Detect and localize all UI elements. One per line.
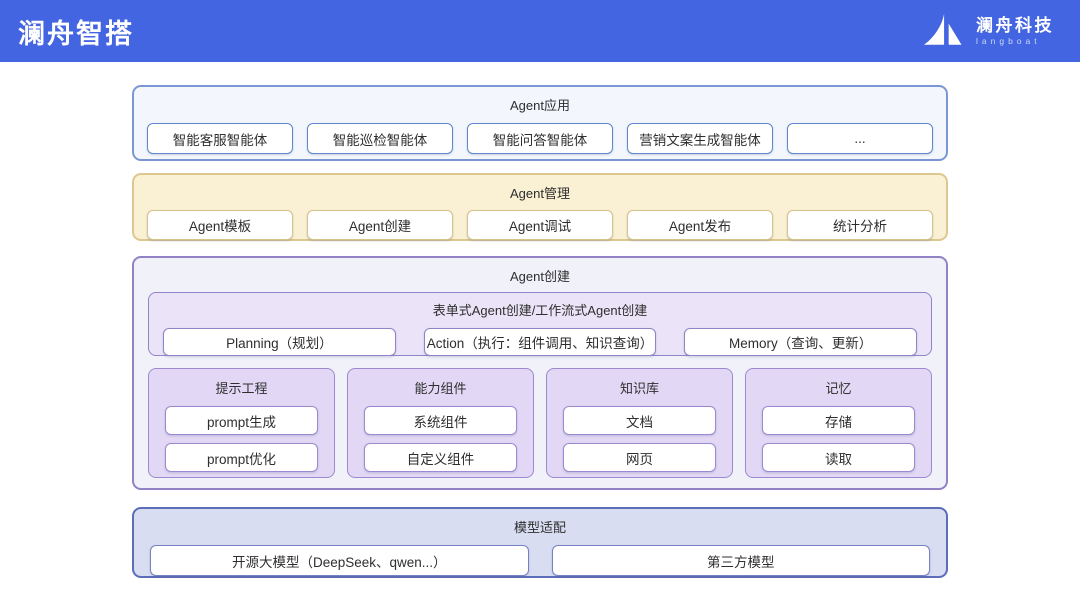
column-knowledge-base: 知识库 文档 网页 <box>546 368 733 478</box>
brand-logo: 澜舟科技 langboat <box>923 12 1054 50</box>
app-header: 澜舟智搭 澜舟科技 langboat <box>0 0 1080 62</box>
form-flow-row: Planning（规划） Action（执行：组件调用、知识查询） Memory… <box>149 319 931 356</box>
node-qa-agent: 智能问答智能体 <box>467 123 613 154</box>
node-action: Action（执行：组件调用、知识查询） <box>423 328 657 356</box>
node-customer-service-agent: 智能客服智能体 <box>147 123 293 154</box>
node-inspection-agent: 智能巡检智能体 <box>307 123 453 154</box>
node-agent-debug: Agent调试 <box>467 210 613 240</box>
node-more-agents: ... <box>787 123 933 154</box>
section-agent-management: Agent管理 Agent模板 Agent创建 Agent调试 Agent发布 … <box>132 173 948 241</box>
diagram-canvas: Agent应用 智能客服智能体 智能巡检智能体 智能问答智能体 营销文案生成智能… <box>132 85 948 578</box>
brand-text: 澜舟科技 langboat <box>976 17 1054 46</box>
brand-name: 澜舟科技 <box>976 15 1054 35</box>
section-agent-creation: Agent创建 表单式Agent创建/工作流式Agent创建 Planning（… <box>132 256 948 490</box>
section-title: 模型适配 <box>513 520 566 535</box>
section-model-adaptation: 模型适配 开源大模型（DeepSeek、qwen...） 第三方模型 <box>132 507 948 578</box>
section-agent-applications: Agent应用 智能客服智能体 智能巡检智能体 智能问答智能体 营销文案生成智能… <box>132 85 948 161</box>
capability-columns: 提示工程 prompt生成 prompt优化 能力组件 系统组件 自定义组件 知… <box>148 368 932 478</box>
node-agent-creation: Agent创建 <box>307 210 453 240</box>
column-memory: 记忆 存储 读取 <box>745 368 932 478</box>
langboat-sail-icon <box>923 13 962 45</box>
node-planning: Planning（规划） <box>163 328 396 356</box>
agent-mgmt-row: Agent模板 Agent创建 Agent调试 Agent发布 统计分析 <box>134 202 946 240</box>
node-system-components: 系统组件 <box>364 406 517 435</box>
node-agent-template: Agent模板 <box>147 210 293 240</box>
node-statistics: 统计分析 <box>787 210 933 240</box>
column-prompt-engineering: 提示工程 prompt生成 prompt优化 <box>148 368 335 478</box>
subsection-form-flow-creation: 表单式Agent创建/工作流式Agent创建 Planning（规划） Acti… <box>148 292 932 356</box>
column-capability-components: 能力组件 系统组件 自定义组件 <box>347 368 534 478</box>
node-memory: Memory（查询、更新） <box>684 328 918 356</box>
node-read: 读取 <box>762 443 915 472</box>
agent-app-row: 智能客服智能体 智能巡检智能体 智能问答智能体 营销文案生成智能体 ... <box>134 114 946 154</box>
node-documents: 文档 <box>563 406 716 435</box>
node-open-source-models: 开源大模型（DeepSeek、qwen...） <box>150 545 529 576</box>
node-prompt-generation: prompt生成 <box>165 406 318 435</box>
section-title: Agent管理 <box>510 186 570 201</box>
section-title: Agent创建 <box>510 269 570 284</box>
brand-subtitle: langboat <box>976 35 1041 46</box>
node-marketing-copy-agent: 营销文案生成智能体 <box>627 123 773 154</box>
model-row: 开源大模型（DeepSeek、qwen...） 第三方模型 <box>134 536 946 576</box>
page-title: 澜舟智搭 <box>18 18 134 49</box>
node-prompt-optimization: prompt优化 <box>165 443 318 472</box>
node-third-party-models: 第三方模型 <box>551 545 930 576</box>
node-storage: 存储 <box>762 406 915 435</box>
node-agent-publish: Agent发布 <box>627 210 773 240</box>
column-title: 提示工程 <box>215 381 268 396</box>
node-custom-components: 自定义组件 <box>364 443 517 472</box>
column-title: 记忆 <box>825 381 852 396</box>
subsection-title: 表单式Agent创建/工作流式Agent创建 <box>432 303 648 318</box>
node-webpages: 网页 <box>563 443 716 472</box>
column-title: 知识库 <box>619 381 659 396</box>
section-title: Agent应用 <box>510 98 570 113</box>
column-title: 能力组件 <box>414 381 467 396</box>
